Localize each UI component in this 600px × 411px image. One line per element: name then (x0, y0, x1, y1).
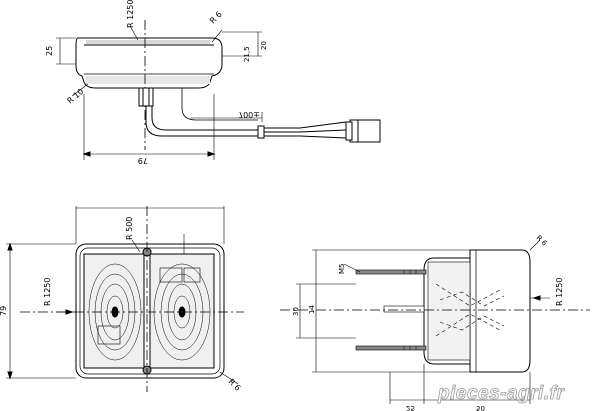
top-height-left-label: 25 (45, 46, 54, 56)
side-w2-label: 50 (476, 404, 485, 411)
top-radius-label: R 1250 (126, 0, 135, 28)
front-view (6, 206, 244, 392)
side-h1-label: 14 (308, 305, 316, 314)
top-bottom-radius-label: R 10 (66, 87, 86, 106)
side-radius-right-label: R 1250 (555, 278, 564, 306)
side-view (280, 239, 590, 404)
front-height-label: 79 (0, 306, 8, 316)
top-corner-label: R 6 (208, 10, 224, 26)
side-radius-label: R 6 (535, 234, 549, 248)
side-h2-label: 30 (292, 307, 300, 316)
top-height-right-b-label: 20 (260, 41, 268, 50)
side-w1-label: 25 (406, 404, 415, 411)
front-radius-top-label: R 500 (125, 217, 134, 240)
top-view (56, 20, 381, 160)
top-cable-label: 700± (238, 110, 260, 119)
top-height-right-label: 21,5 (243, 46, 251, 62)
front-corner-label: R 6 (227, 377, 243, 393)
front-radius-left-label: R 1250 (43, 278, 52, 306)
top-width-label: 79 (138, 156, 148, 165)
side-thread-label: M5 (338, 264, 346, 275)
watermark-text: pieces-agri.fr (437, 383, 565, 404)
